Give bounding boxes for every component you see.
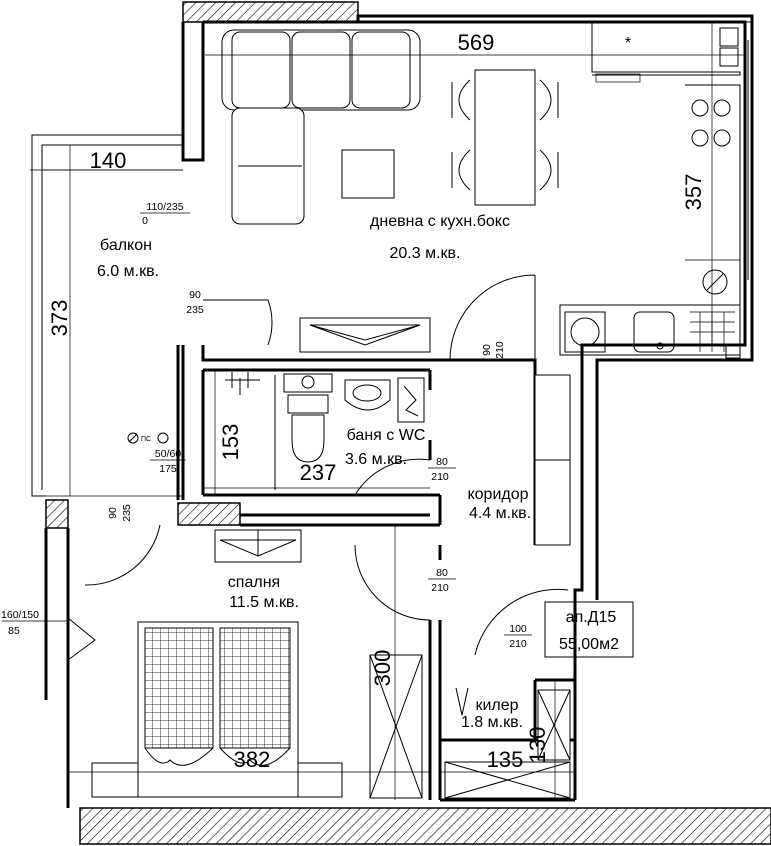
dimension-lines xyxy=(30,22,745,800)
kitchen: * xyxy=(559,22,741,359)
bath-window-sill: 175 xyxy=(159,463,177,475)
gas-symbol-label: ПС xyxy=(141,436,151,443)
bath-door-w: 80 xyxy=(436,456,448,468)
bedroom-width-dim: 382 xyxy=(234,747,271,772)
bath-window-size: 50/60 xyxy=(155,448,181,460)
corridor-name: коридор xyxy=(467,486,528,503)
corridor-wardrobe xyxy=(534,374,571,546)
hatched-column-left xyxy=(45,499,69,529)
bath-fixtures xyxy=(225,372,425,490)
balcony-length-dim: 373 xyxy=(47,300,72,337)
storage-shelves xyxy=(444,687,571,799)
hatched-column-mid xyxy=(177,502,241,526)
living-depth-dim: 357 xyxy=(681,174,706,211)
apartment-id: ап.Д15 xyxy=(566,609,617,626)
window-right xyxy=(747,40,753,280)
balcony-name: балкон xyxy=(100,237,152,254)
balcony-outline xyxy=(31,134,183,690)
bedroom-desk xyxy=(214,529,302,563)
bedroom-balcony-door-h: 235 xyxy=(121,504,133,522)
bedroom-depth-dim: 300 xyxy=(370,650,395,687)
bedroom-name: спалня xyxy=(228,574,280,591)
apartment-area: 55,00м2 xyxy=(559,636,619,653)
tv-unit xyxy=(299,317,431,353)
storage-width-dim: 135 xyxy=(487,747,524,772)
sofa xyxy=(221,29,421,225)
bath-area: 3.6 м.кв. xyxy=(345,451,407,468)
storage-depth-dim: 130 xyxy=(525,727,550,764)
bedroom-door-h: 210 xyxy=(431,582,449,594)
bedroom-window-size: 160/150 xyxy=(1,609,39,621)
storage-area: 1.8 м.кв. xyxy=(461,714,523,731)
bed xyxy=(91,621,343,798)
living-room-name: дневна с кухн.бокс xyxy=(370,213,510,230)
bedroom-area: 11.5 м.кв. xyxy=(229,594,299,611)
apartment-box xyxy=(544,601,634,658)
entrance-door-h: 210 xyxy=(509,638,527,650)
balcony-width-dim: 140 xyxy=(90,148,127,173)
living-balcony-door-w: 90 xyxy=(189,289,201,301)
bath-name: баня с WC xyxy=(347,427,426,444)
living-width-dim: 569 xyxy=(458,30,495,55)
corridor-area: 4.4 м.кв. xyxy=(469,505,531,522)
corridor-living-door-h: 210 xyxy=(494,341,506,359)
coffee-table xyxy=(341,149,395,199)
corridor-living-door-w: 90 xyxy=(481,344,493,356)
gas-symbol xyxy=(127,432,169,444)
balcony-door-top-sill: 0 xyxy=(142,215,148,227)
balcony-door-top-size: 110/235 xyxy=(146,201,183,213)
hatched-wall-top xyxy=(182,1,359,23)
entrance-door-w: 100 xyxy=(509,623,527,635)
hatched-wall-bottom xyxy=(79,807,771,845)
balcony-area: 6.0 м.кв. xyxy=(97,263,159,280)
bath-depth-dim: 153 xyxy=(218,424,243,461)
bedroom-balcony-door-w: 90 xyxy=(107,507,119,519)
svg-text:*: * xyxy=(625,35,631,52)
bedroom-wardrobe xyxy=(369,654,423,799)
bath-door-h: 210 xyxy=(431,471,449,483)
dining-table xyxy=(451,69,559,206)
bath-width-dim: 237 xyxy=(300,460,337,485)
doors xyxy=(67,274,569,661)
bedroom-window-sill: 85 xyxy=(8,625,20,637)
storage-name: килер xyxy=(475,697,518,714)
living-room-area: 20.3 м.кв. xyxy=(390,245,461,262)
walls xyxy=(44,14,754,808)
living-balcony-door-h: 235 xyxy=(186,304,204,316)
bedroom-door-w: 80 xyxy=(436,567,448,579)
